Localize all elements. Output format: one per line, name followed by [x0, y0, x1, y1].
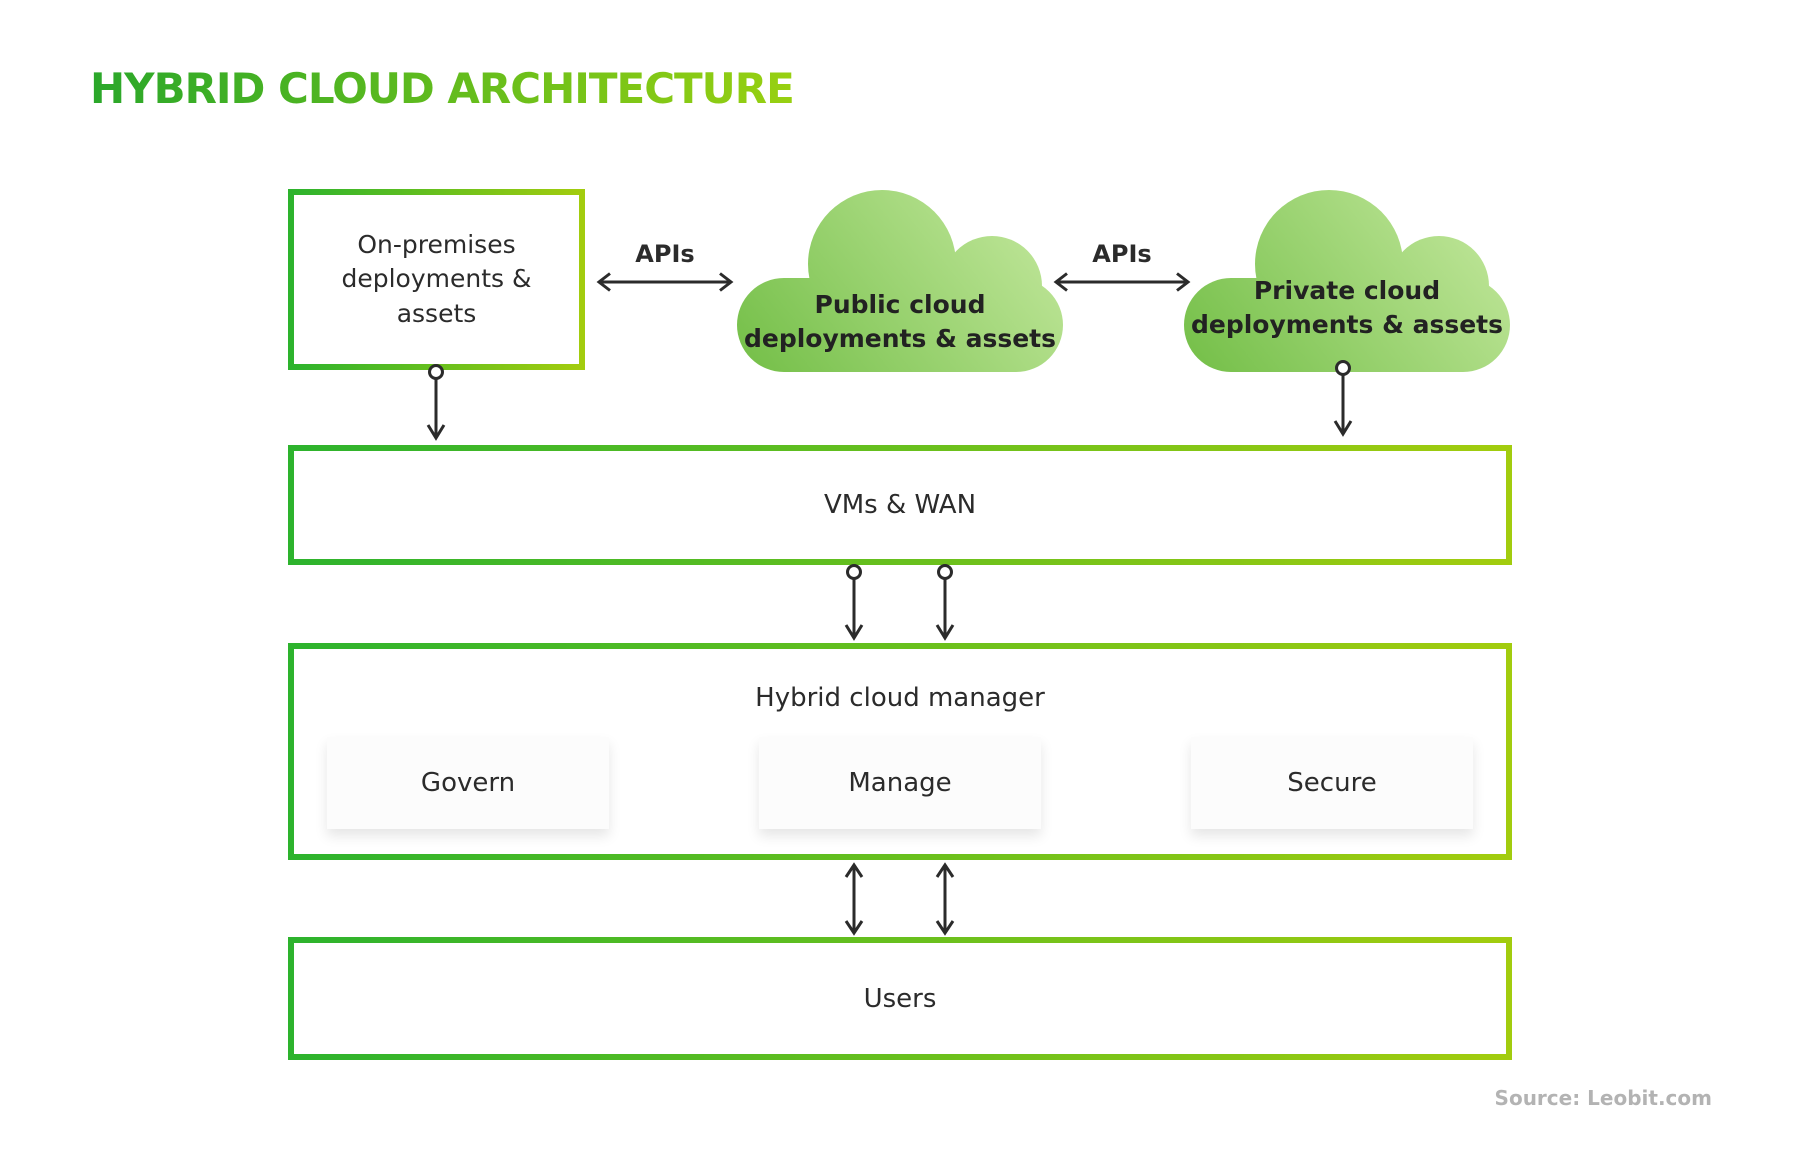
govern-box: Govern [327, 737, 609, 829]
connector-down-arrow-icon [426, 364, 446, 441]
connector-down-arrow-icon [844, 564, 864, 641]
vms-wan-label: VMs & WAN [823, 490, 977, 520]
source-attribution: Source: Leobit.com [1494, 1086, 1712, 1110]
connector-down-arrow-icon [1333, 360, 1353, 437]
public-cloud-label-line1: Public cloud [814, 290, 986, 319]
users-label: Users [863, 984, 937, 1014]
api-label-right: APIs [1092, 240, 1152, 268]
double-arrow-vertical-icon [935, 862, 955, 936]
private-cloud-shape [1184, 190, 1510, 372]
secure-box: Secure [1191, 737, 1473, 829]
connector-down-arrow-icon [935, 564, 955, 641]
private-cloud-label-line1: Private cloud [1253, 276, 1441, 305]
page-title: HYBRID CLOUD ARCHITECTURE [90, 64, 795, 113]
manage-label: Manage [848, 768, 952, 798]
vms-wan-box [288, 445, 1512, 565]
private-cloud-label: Private cloud deployments & assets [1184, 274, 1510, 342]
secure-label: Secure [1287, 768, 1377, 798]
manage-box: Manage [759, 737, 1041, 829]
double-arrow-horizontal-icon [1053, 272, 1191, 292]
public-cloud-label-line2: deployments & assets [743, 323, 1057, 353]
on-premises-box: On-premises deployments & assets [288, 189, 585, 370]
users-box [288, 937, 1512, 1060]
public-cloud-shape [737, 190, 1063, 372]
double-arrow-vertical-icon [844, 862, 864, 936]
hybrid-cloud-manager-label: Hybrid cloud manager [755, 683, 1045, 713]
govern-label: Govern [420, 768, 516, 798]
on-premises-label: On-premises deployments & assets [341, 229, 532, 328]
api-label-left: APIs [635, 240, 695, 268]
private-cloud-label-line2: deployments & assets [1190, 309, 1504, 339]
double-arrow-horizontal-icon [596, 272, 734, 292]
public-cloud-label: Public cloud deployments & assets [737, 288, 1063, 356]
